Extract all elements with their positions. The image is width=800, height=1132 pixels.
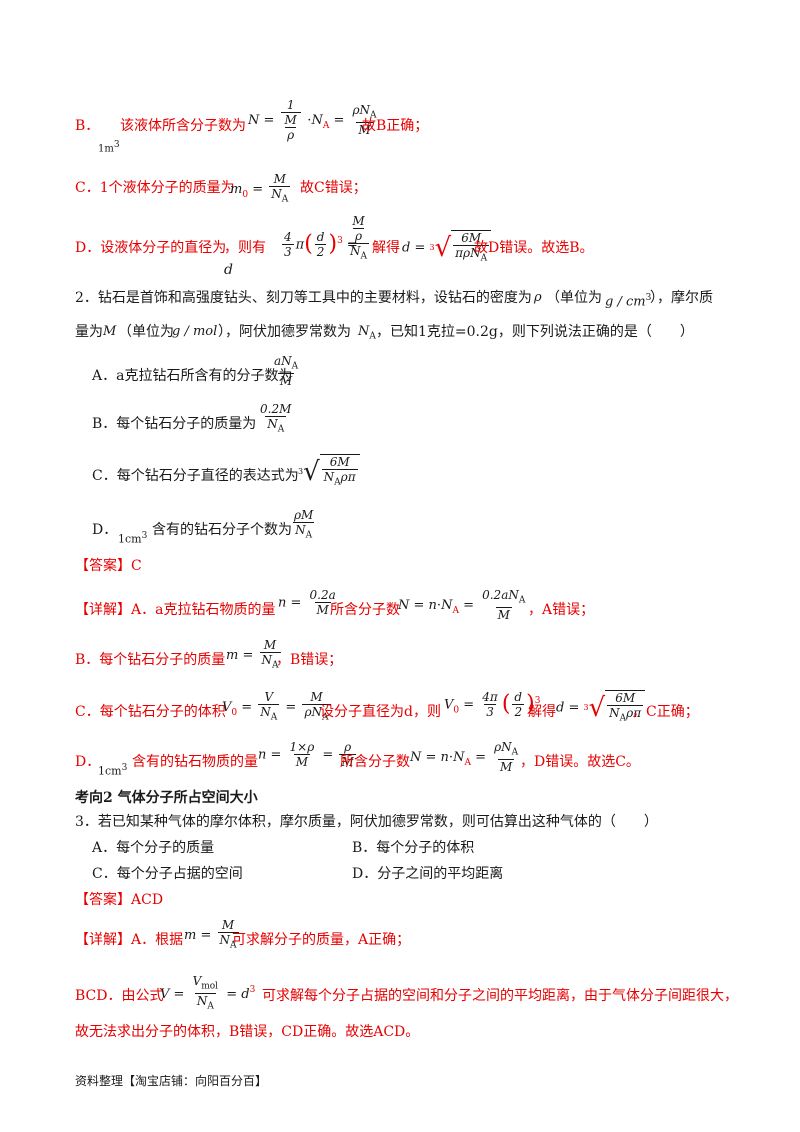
opt-c-text: C．每个钻石分子直径的表达式为 (92, 468, 299, 484)
det2d-end: ，D错误。故选C。 (520, 754, 640, 770)
b-unit: 1m3 (98, 140, 120, 155)
det2-end: ，A错误； (528, 602, 595, 618)
m-symbol: M (103, 324, 117, 339)
sec2-text: 考向2 气体分子所占空间大小 (75, 790, 258, 806)
d-mid: ，则有 (224, 240, 266, 256)
d-solve: 解得 (372, 240, 400, 256)
molar-unit: g / mol (172, 324, 218, 339)
q2-d: 量为 (75, 324, 103, 340)
q2-a: 2．钻石是首饰和高强度钻头、刻刀等工具中的主要材料，设钻石的密度为 (75, 290, 532, 306)
det2b-end: ，B错误； (276, 652, 343, 668)
opt-d-b: 含有的钻石分子个数为 (152, 522, 292, 538)
opt-d-a: D． (92, 522, 118, 538)
footer: 资料整理【淘宝店铺：向阳百分百】 (75, 1074, 268, 1088)
ans3-text: 【答案】ACD (75, 892, 164, 908)
ans2-text: 【答案】C (75, 558, 142, 574)
b-label: B． (75, 118, 100, 134)
b-end: 故B正确； (362, 118, 429, 134)
q3-opt-d: D．分子之间的平均距离 (352, 866, 504, 882)
det2-mid: 所含分子数 (330, 602, 400, 618)
opt-b-text: B．每个钻石分子的质量为 (92, 416, 257, 432)
q2-e: （单位为 (118, 324, 174, 340)
d-var: d (224, 262, 233, 278)
det3b-end: 可求解每个分子占据的空间和分子之间的平均距离，由于气体分子间距很大， (262, 988, 738, 1004)
det2c-mid: 设分子直径为d，则 (320, 704, 441, 720)
na-symbol: NA (358, 324, 376, 342)
b-text: 该液体所含分子数为 (120, 118, 246, 134)
det2d-b: 含有的钻石物质的量 (132, 754, 258, 770)
det2c-text: C．每个钻石分子的体积 (75, 704, 226, 720)
q2-g: ，已知1克拉=0.2g，则下列说法正确的是（ ） (376, 324, 694, 340)
q3-opt-a: A．每个分子的质量 (92, 840, 215, 856)
det2d-a: D． (75, 754, 101, 770)
opt-d-unit-text: 1cm (118, 532, 142, 546)
det2c-solve: 解得 (528, 704, 556, 720)
q2-f: ），阿伏加德罗常数为 (218, 324, 351, 340)
det2d-unit-text: 1cm (98, 764, 122, 778)
q3-opt-b: B．每个分子的体积 (352, 840, 475, 856)
density-unit: g / cm3 (605, 293, 652, 310)
det2b-text: B．每个钻石分子的质量 (75, 652, 226, 668)
q3-opt-c: C．每个分子占据的空间 (92, 866, 243, 882)
rho-symbol: ρ (534, 290, 542, 305)
opt-d-unit: 1cm3 (118, 531, 148, 546)
det2c-end: ，C正确； (632, 704, 699, 720)
b-unit-text: 1m (98, 143, 114, 155)
opt-a-text: A．a克拉钻石所含有的分子数为 (92, 368, 293, 384)
det3c-text: 故无法求出分子的体积，B错误，CD正确。故选ACD。 (75, 1024, 420, 1040)
q2-c: ），摩尔质 (650, 290, 713, 306)
q2-b: （单位为 (546, 290, 602, 306)
c-end: 故C错误； (300, 180, 367, 196)
d-end: 故D错误。故选B。 (474, 240, 594, 256)
det3-head: 【详解】A．根据 (75, 932, 184, 948)
det2-head: 【详解】A．a克拉钻石物质的量 (75, 602, 276, 618)
det3-end: 可求解分子的质量，A正确； (232, 932, 411, 948)
c-text: C．1个液体分子的质量为 (75, 180, 235, 196)
det2d-unit: 1cm3 (98, 763, 128, 778)
d-text: D．设液体分子的直径为 (75, 240, 227, 256)
det2d-mid: 所含分子数 (340, 754, 410, 770)
q3-text: 3．若已知某种气体的摩尔体积，摩尔质量，阿伏加德罗常数，则可估算出这种气体的（ … (75, 814, 658, 830)
det3b-head: BCD．由公式 (75, 988, 164, 1004)
